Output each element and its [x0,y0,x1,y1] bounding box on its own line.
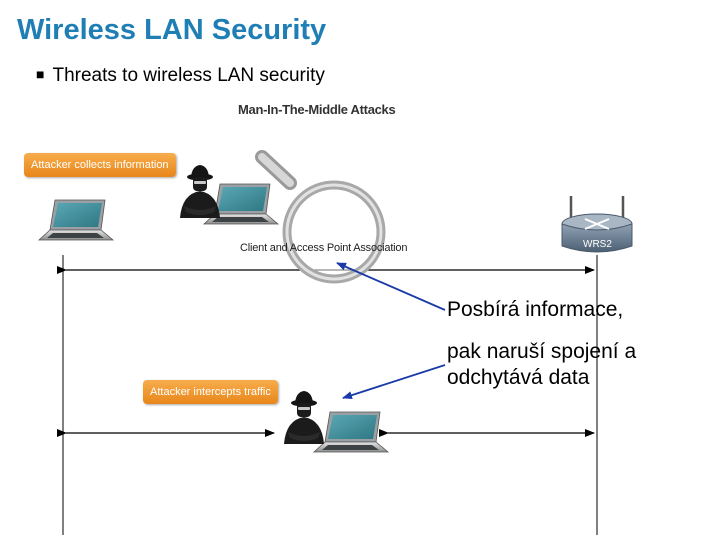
bullet-item: ■ Threats to wireless LAN security [36,65,325,87]
magnifier-icon [255,150,386,284]
client-laptop-icon [38,199,114,241]
note-line-3: odchytává data [447,366,590,389]
interceptor-icon [284,391,324,444]
square-bullet-icon: ■ [36,66,45,82]
association-label: Client and Access Point Association [240,242,408,254]
note-line-2: pak naruší spojení a [447,340,637,363]
attacker-icon [180,165,220,218]
callout-attacker-collects: Attacker collects information [24,153,176,177]
router-label: WRS2 [583,239,612,250]
slide-title: Wireless LAN Security [17,14,327,46]
router-icon: WRS2 [561,196,633,253]
bullet-text: Threats to wireless LAN security [52,65,325,86]
interceptor-laptop-icon [313,411,389,453]
note-line-1: Posbírá informace, [447,298,624,321]
callout-attacker-intercepts: Attacker intercepts traffic [143,380,278,404]
annotation-arrow-collect [336,262,446,311]
diagram-title: Man-In-The-Middle Attacks [238,102,396,117]
annotation-arrow-intercept [342,364,446,400]
